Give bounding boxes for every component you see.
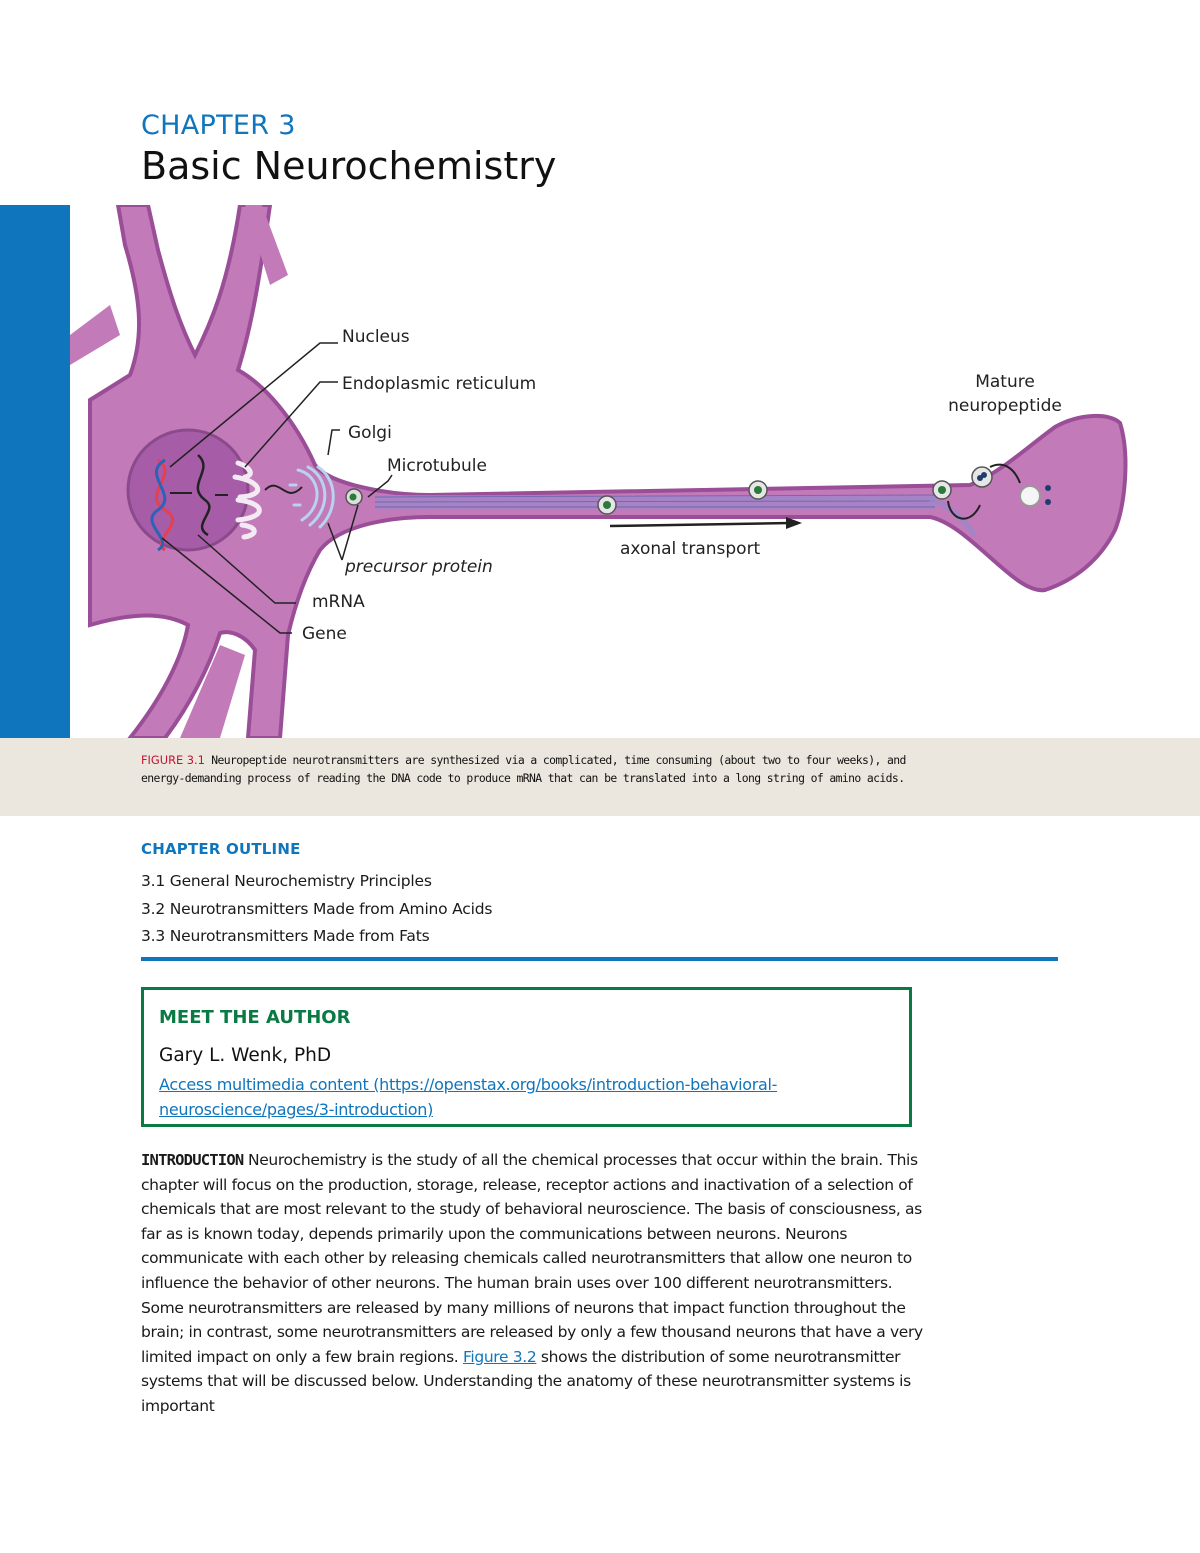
nucleus-shape [126,428,250,552]
caption-body: Neuropeptide neurotransmitters are synth… [141,753,906,785]
chapter-title: Basic Neurochemistry [141,144,557,188]
figure-3-2-link[interactable]: Figure 3.2 [462,1347,537,1366]
endoplasmic-reticulum-icon [232,460,262,540]
label-mature-line1: Mature [975,372,1035,392]
label-precursor-protein: precursor protein [344,557,493,577]
outline-item[interactable]: 3.1 General Neurochemistry Principles [141,872,432,890]
figure-neuron-diagram: Nucleus Endoplasmic reticulum Golgi Micr… [70,205,1200,738]
label-mrna: mRNA [312,592,365,612]
intro-lead: INTRODUCTION [141,1151,244,1169]
label-gene: Gene [302,624,347,644]
axonal-transport-arrow [609,517,802,529]
outline-list: 3.1 General Neurochemistry Principles 3.… [141,868,492,951]
label-nucleus: Nucleus [342,327,410,347]
introduction-paragraph: INTRODUCTION Neurochemistry is the study… [141,1148,931,1419]
release-arrow-icon [947,500,981,520]
intro-text: Neurochemistry is the study of all the c… [141,1151,923,1366]
label-microtubule: Microtubule [387,456,487,476]
chapter-label: CHAPTER 3 [141,110,296,141]
section-divider [141,957,1058,961]
multimedia-link[interactable]: Access multimedia content (https://opens… [159,1075,778,1119]
label-golgi: Golgi [348,423,392,443]
author-name: Gary L. Wenk, PhD [159,1045,332,1066]
neuron-body [70,205,1128,738]
author-heading: MEET THE AUTHOR [159,1007,351,1028]
meet-the-author-box: MEET THE AUTHOR Gary L. Wenk, PhD Access… [141,987,912,1127]
transport-vesicles [597,466,1051,515]
outline-item[interactable]: 3.3 Neurotransmitters Made from Fats [141,927,430,945]
outline-item[interactable]: 3.2 Neurotransmitters Made from Amino Ac… [141,899,493,918]
figure-caption: FIGURE 3.1 Neuropeptide neurotransmitter… [141,751,911,787]
label-axonal-transport: axonal transport [620,539,761,559]
chapter-side-bar [0,205,70,738]
outline-heading: CHAPTER OUTLINE [141,840,301,858]
golgi-icon [288,465,335,529]
figure-ref: FIGURE 3.1 [141,753,205,767]
intro-text-continued: shows the distribution of some neurotran… [141,1347,911,1415]
label-mature-line2: neuropeptide [948,396,1062,416]
label-endoplasmic-reticulum: Endoplasmic reticulum [342,374,536,394]
mrna-strand-icon [196,454,211,537]
neuron-illustration: Nucleus Endoplasmic reticulum Golgi Micr… [70,205,1128,738]
figure-caption-box [0,738,1200,816]
